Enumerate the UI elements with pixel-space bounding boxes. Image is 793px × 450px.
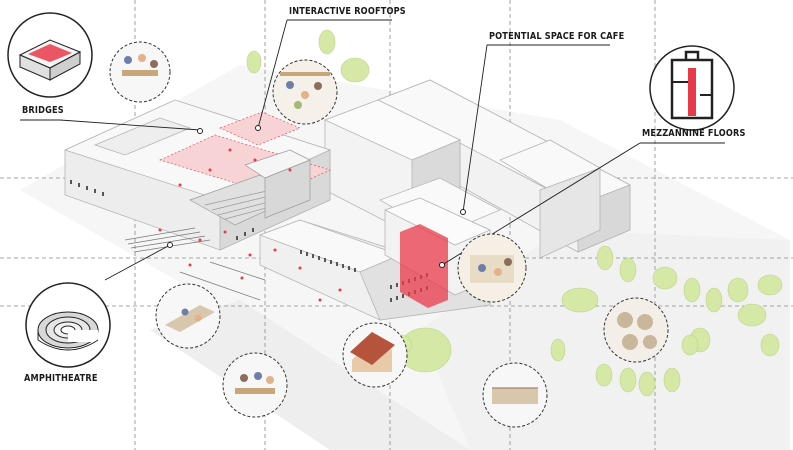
bridge-block-icon [7,12,93,98]
amphitheatre-icon [25,282,111,368]
courtyard-bridges [189,149,311,226]
vignette-rooftop-gathering [272,59,338,125]
label-interactive-rooftops: INTERACTIVE ROOFTOPS [289,6,406,17]
vignette-market [482,362,548,428]
building-east [377,79,631,259]
vignette-houses [342,322,408,388]
people-dots [158,148,342,302]
label-mezzanine: MEZZANNINE FLOORS [642,128,746,139]
vignettes [109,41,669,428]
mezzanine-marker [439,262,445,268]
mezzanine-highlight [400,224,448,308]
vignette-amphitheatre-steps [155,283,221,349]
leader-lines [20,19,725,281]
vignette-cafe-seating [109,41,171,103]
label-potential-cafe: POTENTIAL SPACE FOR CAFE [489,31,625,42]
vignette-mezzanine-interior [457,233,527,303]
bridge-marker [197,128,203,134]
rooftop-marker [255,125,261,131]
label-bridges: BRIDGES [22,105,64,116]
cafe-marker [460,209,466,215]
vignette-outdoor-table [222,352,288,418]
vignette-tree-grove [603,297,669,363]
label-amphitheatre: AMPHITHEATRE [24,373,98,384]
floorplan-icon [649,45,735,131]
amphitheatre-steps [124,227,266,301]
trees [246,29,783,397]
amphitheatre-marker [167,242,173,248]
